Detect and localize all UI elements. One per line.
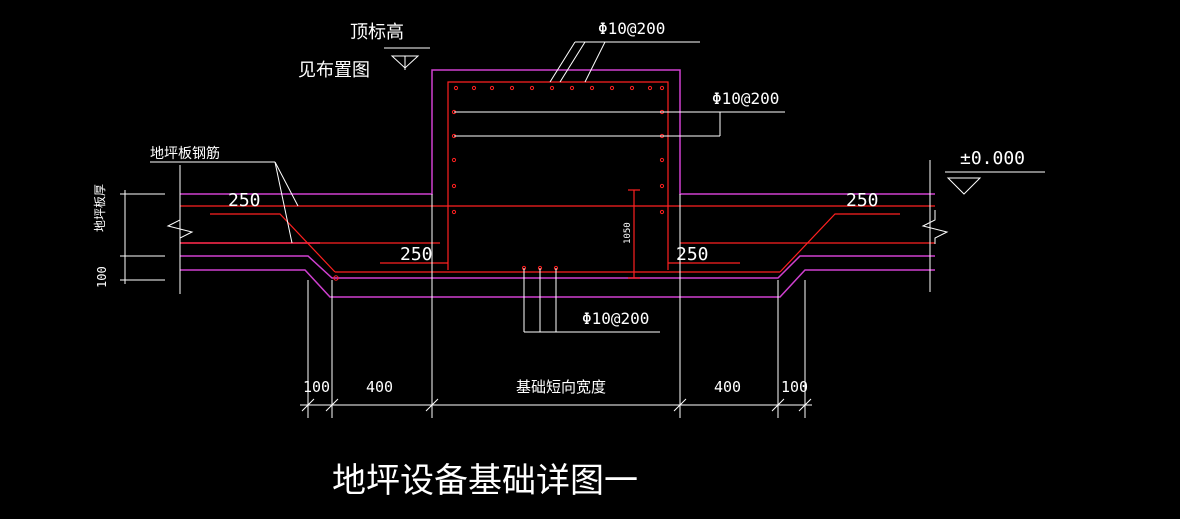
short-width-label: 基础短向宽度 <box>516 378 606 396</box>
slab-bottom-line <box>180 269 935 298</box>
slab-thickness-label: 地坪板厚 <box>93 184 107 232</box>
dim-400-right: 400 <box>714 378 741 396</box>
dim-400-left: 400 <box>366 378 393 396</box>
slab-top-mid-line <box>180 255 935 279</box>
dim-100-right: 100 <box>781 378 808 396</box>
pedestal-outline <box>180 69 935 195</box>
leader-lines <box>120 41 1045 418</box>
pedestal-rebar <box>447 81 669 270</box>
left-100-label: 100 <box>95 266 109 288</box>
top-rebar-label: Φ10@200 <box>598 19 665 38</box>
lap-left-upper <box>210 213 336 273</box>
lap-right-upper <box>779 213 900 273</box>
height-dim-label: 1050 <box>623 222 633 244</box>
drawing-title: 地坪设备基础详图一 <box>332 461 638 501</box>
side-rebar-label: Φ10@200 <box>712 89 779 108</box>
rebar-dots <box>333 85 665 281</box>
lap-right-lower-label: 250 <box>676 244 709 265</box>
elevation-zero-label: ±0.000 <box>960 148 1025 169</box>
lap-left-lower-label: 250 <box>400 244 433 265</box>
top-elevation-label: 顶标高 <box>350 22 404 43</box>
bottom-rebar-label: Φ10@200 <box>582 309 649 328</box>
concrete-outline <box>180 69 935 298</box>
floor-rebar-label: 地坪板钢筋 <box>150 145 220 162</box>
lap-left-upper-label: 250 <box>228 190 261 211</box>
rebar-lines <box>180 81 935 279</box>
lap-right-upper-label: 250 <box>846 190 879 211</box>
dim-100-left: 100 <box>303 378 330 396</box>
see-layout-label: 见布置图 <box>298 60 370 81</box>
